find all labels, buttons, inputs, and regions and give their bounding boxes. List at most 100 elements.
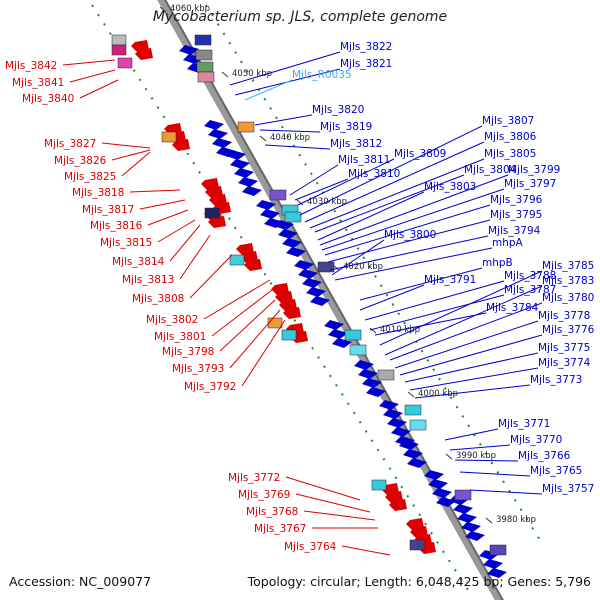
left-gene-label: Mjls_3798 <box>162 346 214 358</box>
cog-block <box>204 207 220 219</box>
forward-gene-arrow <box>256 200 276 210</box>
forward-gene-arrow <box>399 440 419 450</box>
forward-gene-arrow <box>366 387 386 397</box>
left-gene-label: Mjls_3802 <box>146 314 198 326</box>
leader-line <box>129 189 181 193</box>
reverse-gene-arrow <box>240 251 258 263</box>
left-gene-label: Mjls_3793 <box>172 363 224 375</box>
left-gene-label: Mjls_3840 <box>22 93 74 105</box>
forward-gene-arrow <box>260 209 280 219</box>
forward-gene-arrow <box>204 120 224 130</box>
forward-gene-arrow <box>465 531 485 541</box>
leader-line <box>289 164 339 196</box>
leader-line <box>147 209 189 226</box>
reverse-gene-arrow <box>385 491 403 503</box>
forward-gene-arrow <box>432 488 452 498</box>
left-gene-label: Mjls_3816 <box>90 220 143 232</box>
tick-label: 4040 kbp <box>270 133 310 143</box>
leader-line <box>399 334 543 376</box>
cog-block <box>267 317 283 329</box>
forward-gene-arrow <box>407 458 427 468</box>
forward-gene-arrow <box>230 159 250 169</box>
forward-gene-arrow <box>274 220 294 230</box>
right-gene-label: Mjls_3783 <box>542 275 594 287</box>
leader-line <box>111 149 151 161</box>
forward-gene-arrow <box>354 360 374 370</box>
right-gene-label: Mjls_3765 <box>530 465 582 477</box>
cog-block <box>284 211 302 223</box>
forward-gene-arrow <box>479 550 499 560</box>
reverse-gene-arrow <box>275 291 293 303</box>
forward-gene-arrow <box>362 378 382 388</box>
leader-line <box>409 367 539 391</box>
forward-gene-arrow <box>358 369 378 379</box>
tick-mark <box>296 199 304 206</box>
left-gene-label: Mjls_3813 <box>122 274 174 286</box>
right-gene-label: Mjls_3804 <box>464 164 517 176</box>
forward-gene-arrow <box>332 338 352 348</box>
right-gene-label: Mjls_3780 <box>542 292 594 304</box>
leader-line <box>389 302 543 361</box>
leader-line <box>369 294 505 331</box>
tick-label: 3990 kbp <box>456 451 496 461</box>
leader-line <box>329 235 489 271</box>
cog-block <box>404 404 422 416</box>
right-gene-label: Mjls_3757 <box>542 483 594 495</box>
leader-line <box>259 129 321 133</box>
leader-line <box>449 444 511 451</box>
reverse-gene-arrow <box>201 178 219 190</box>
leader-line <box>244 79 293 101</box>
right-gene-label: Mjls_3803 <box>424 181 476 193</box>
forward-gene-arrow <box>226 150 246 160</box>
right-gene-label: Mjls_3809 <box>394 148 446 160</box>
reverse-gene-arrow <box>279 299 297 311</box>
reverse-gene-arrow <box>208 216 226 228</box>
leader-line <box>139 199 186 210</box>
left-gene-label: Mjls_3808 <box>132 293 184 305</box>
leader-line <box>324 204 491 256</box>
right-gene-label: Mjls_3774 <box>538 357 591 369</box>
left-gene-label: Mjls_3792 <box>184 381 236 393</box>
reverse-gene-arrow <box>271 283 289 295</box>
tick-label: 4050 kbp <box>232 69 272 79</box>
right-gene-label: Mjls_3791 <box>424 274 476 286</box>
forward-gene-arrow <box>383 409 403 419</box>
leader-line <box>299 125 483 216</box>
leader-line <box>157 219 196 243</box>
genome-title: Mycobacterium sp. JLS, complete genome <box>152 9 448 25</box>
accession-text: Accession: NC_009077 <box>9 574 152 589</box>
forward-gene-arrow <box>379 400 399 410</box>
tick-mark <box>221 71 229 78</box>
right-gene-label: Mjls_3806 <box>484 131 537 143</box>
right-gene-label: Mjls_3811 <box>338 154 390 166</box>
cog-block <box>409 539 425 551</box>
leader-line <box>469 489 543 495</box>
forward-gene-arrow <box>238 177 258 187</box>
cog-block <box>409 419 427 431</box>
reverse-gene-arrow <box>389 499 407 511</box>
tick-mark <box>485 517 493 524</box>
forward-gene-arrow <box>298 269 318 279</box>
forward-gene-arrow <box>179 45 199 55</box>
right-gene-label: Mjls_3819 <box>320 121 372 133</box>
cog-block <box>377 369 395 381</box>
leader-line <box>294 178 349 201</box>
tick-label: 4060 kbp <box>170 4 210 14</box>
left-gene-label: Mjls_3841 <box>12 77 64 89</box>
right-gene-label: Mjls_3810 <box>348 168 400 180</box>
right-gene-label: Mjls_3796 <box>490 194 543 206</box>
leader-line <box>211 289 273 337</box>
leader-line <box>459 471 531 477</box>
forward-gene-arrow <box>208 129 228 139</box>
right-gene-label: Mjls_3797 <box>504 178 556 190</box>
leader-line <box>69 69 116 83</box>
right-gene-label: Mjls_3794 <box>488 225 541 237</box>
right-gene-label: Mjls_3784 <box>486 302 539 314</box>
leader-line <box>374 312 487 336</box>
right-gene-label: Mjls_3766 <box>518 450 571 462</box>
tick-label: 4020 kbp <box>343 262 383 272</box>
right-gene-label: mhpA <box>492 237 524 249</box>
cog-block <box>194 34 212 46</box>
reverse-gene-arrow <box>135 48 153 60</box>
